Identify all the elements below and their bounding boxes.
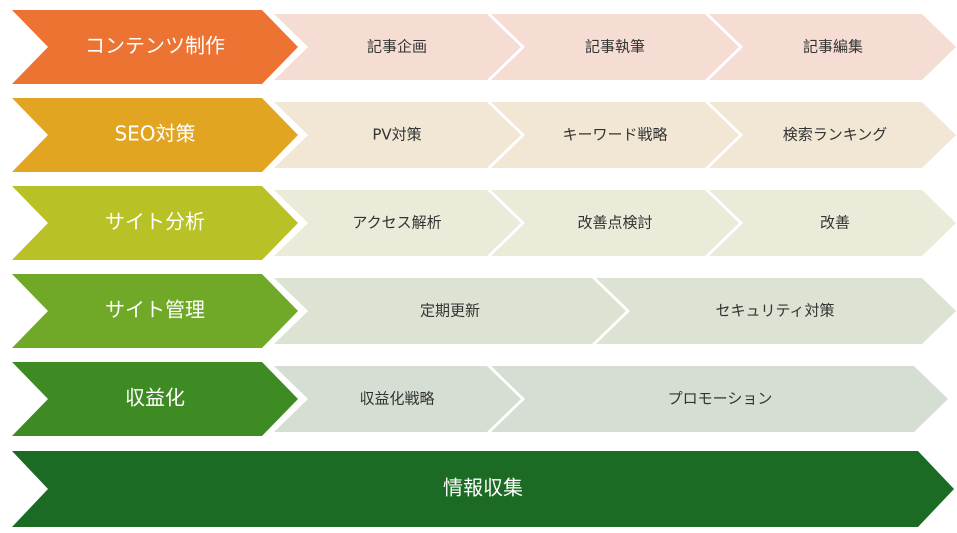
main-label: 情報収集 (443, 476, 523, 500)
sub-label: アクセス解析 (352, 214, 441, 232)
sub-chevron (274, 14, 521, 80)
row-information-gathering: 情報収集 (12, 451, 954, 527)
row-site-analysis: サイト分析 アクセス解析 改善点検討 改善 (12, 186, 956, 260)
sub-chevron (596, 278, 956, 344)
main-chevron (12, 451, 954, 527)
sub-chevron (491, 14, 739, 80)
main-label: サイト分析 (105, 210, 205, 234)
sub-chevron (709, 14, 956, 80)
sub-label: 定期更新 (420, 302, 480, 320)
sub-label: 記事企画 (367, 38, 427, 56)
sub-chevron (274, 366, 521, 432)
main-chevron (12, 186, 298, 260)
main-chevron (12, 98, 298, 172)
row-content-production: コンテンツ制作 記事企画 記事執筆 記事編集 (12, 10, 956, 84)
sub-chevron (491, 366, 948, 432)
sub-chevron (274, 102, 521, 168)
sub-chevron (709, 102, 956, 168)
sub-label: プロモーション (668, 390, 773, 408)
main-chevron (12, 274, 298, 348)
sub-label: キーワード戦略 (562, 126, 667, 144)
sub-chevron (491, 190, 739, 256)
sub-chevron (709, 190, 956, 256)
main-label: 収益化 (125, 386, 185, 410)
sub-label: 改善 (820, 214, 850, 232)
row-monetization: 収益化 収益化戦略 プロモーション (12, 362, 948, 436)
row-seo: SEO対策 PV対策 キーワード戦略 検索ランキング (12, 98, 956, 172)
sub-chevron (491, 102, 739, 168)
sub-chevron (274, 278, 626, 344)
main-chevron (12, 10, 298, 84)
sub-label: 検索ランキング (783, 126, 888, 144)
main-label: SEO対策 (114, 122, 195, 146)
sub-label: 記事編集 (803, 38, 863, 56)
sub-label: 記事執筆 (585, 38, 645, 56)
sub-label: 収益化戦略 (359, 390, 434, 408)
sub-label: PV対策 (372, 126, 421, 144)
main-label: コンテンツ制作 (85, 34, 225, 58)
sub-chevron (274, 190, 521, 256)
sub-label: 改善点検討 (577, 214, 652, 232)
row-site-management: サイト管理 定期更新 セキュリティ対策 (12, 274, 956, 348)
sub-label: セキュリティ対策 (715, 302, 834, 320)
main-chevron (12, 362, 298, 436)
main-label: サイト管理 (105, 298, 205, 322)
